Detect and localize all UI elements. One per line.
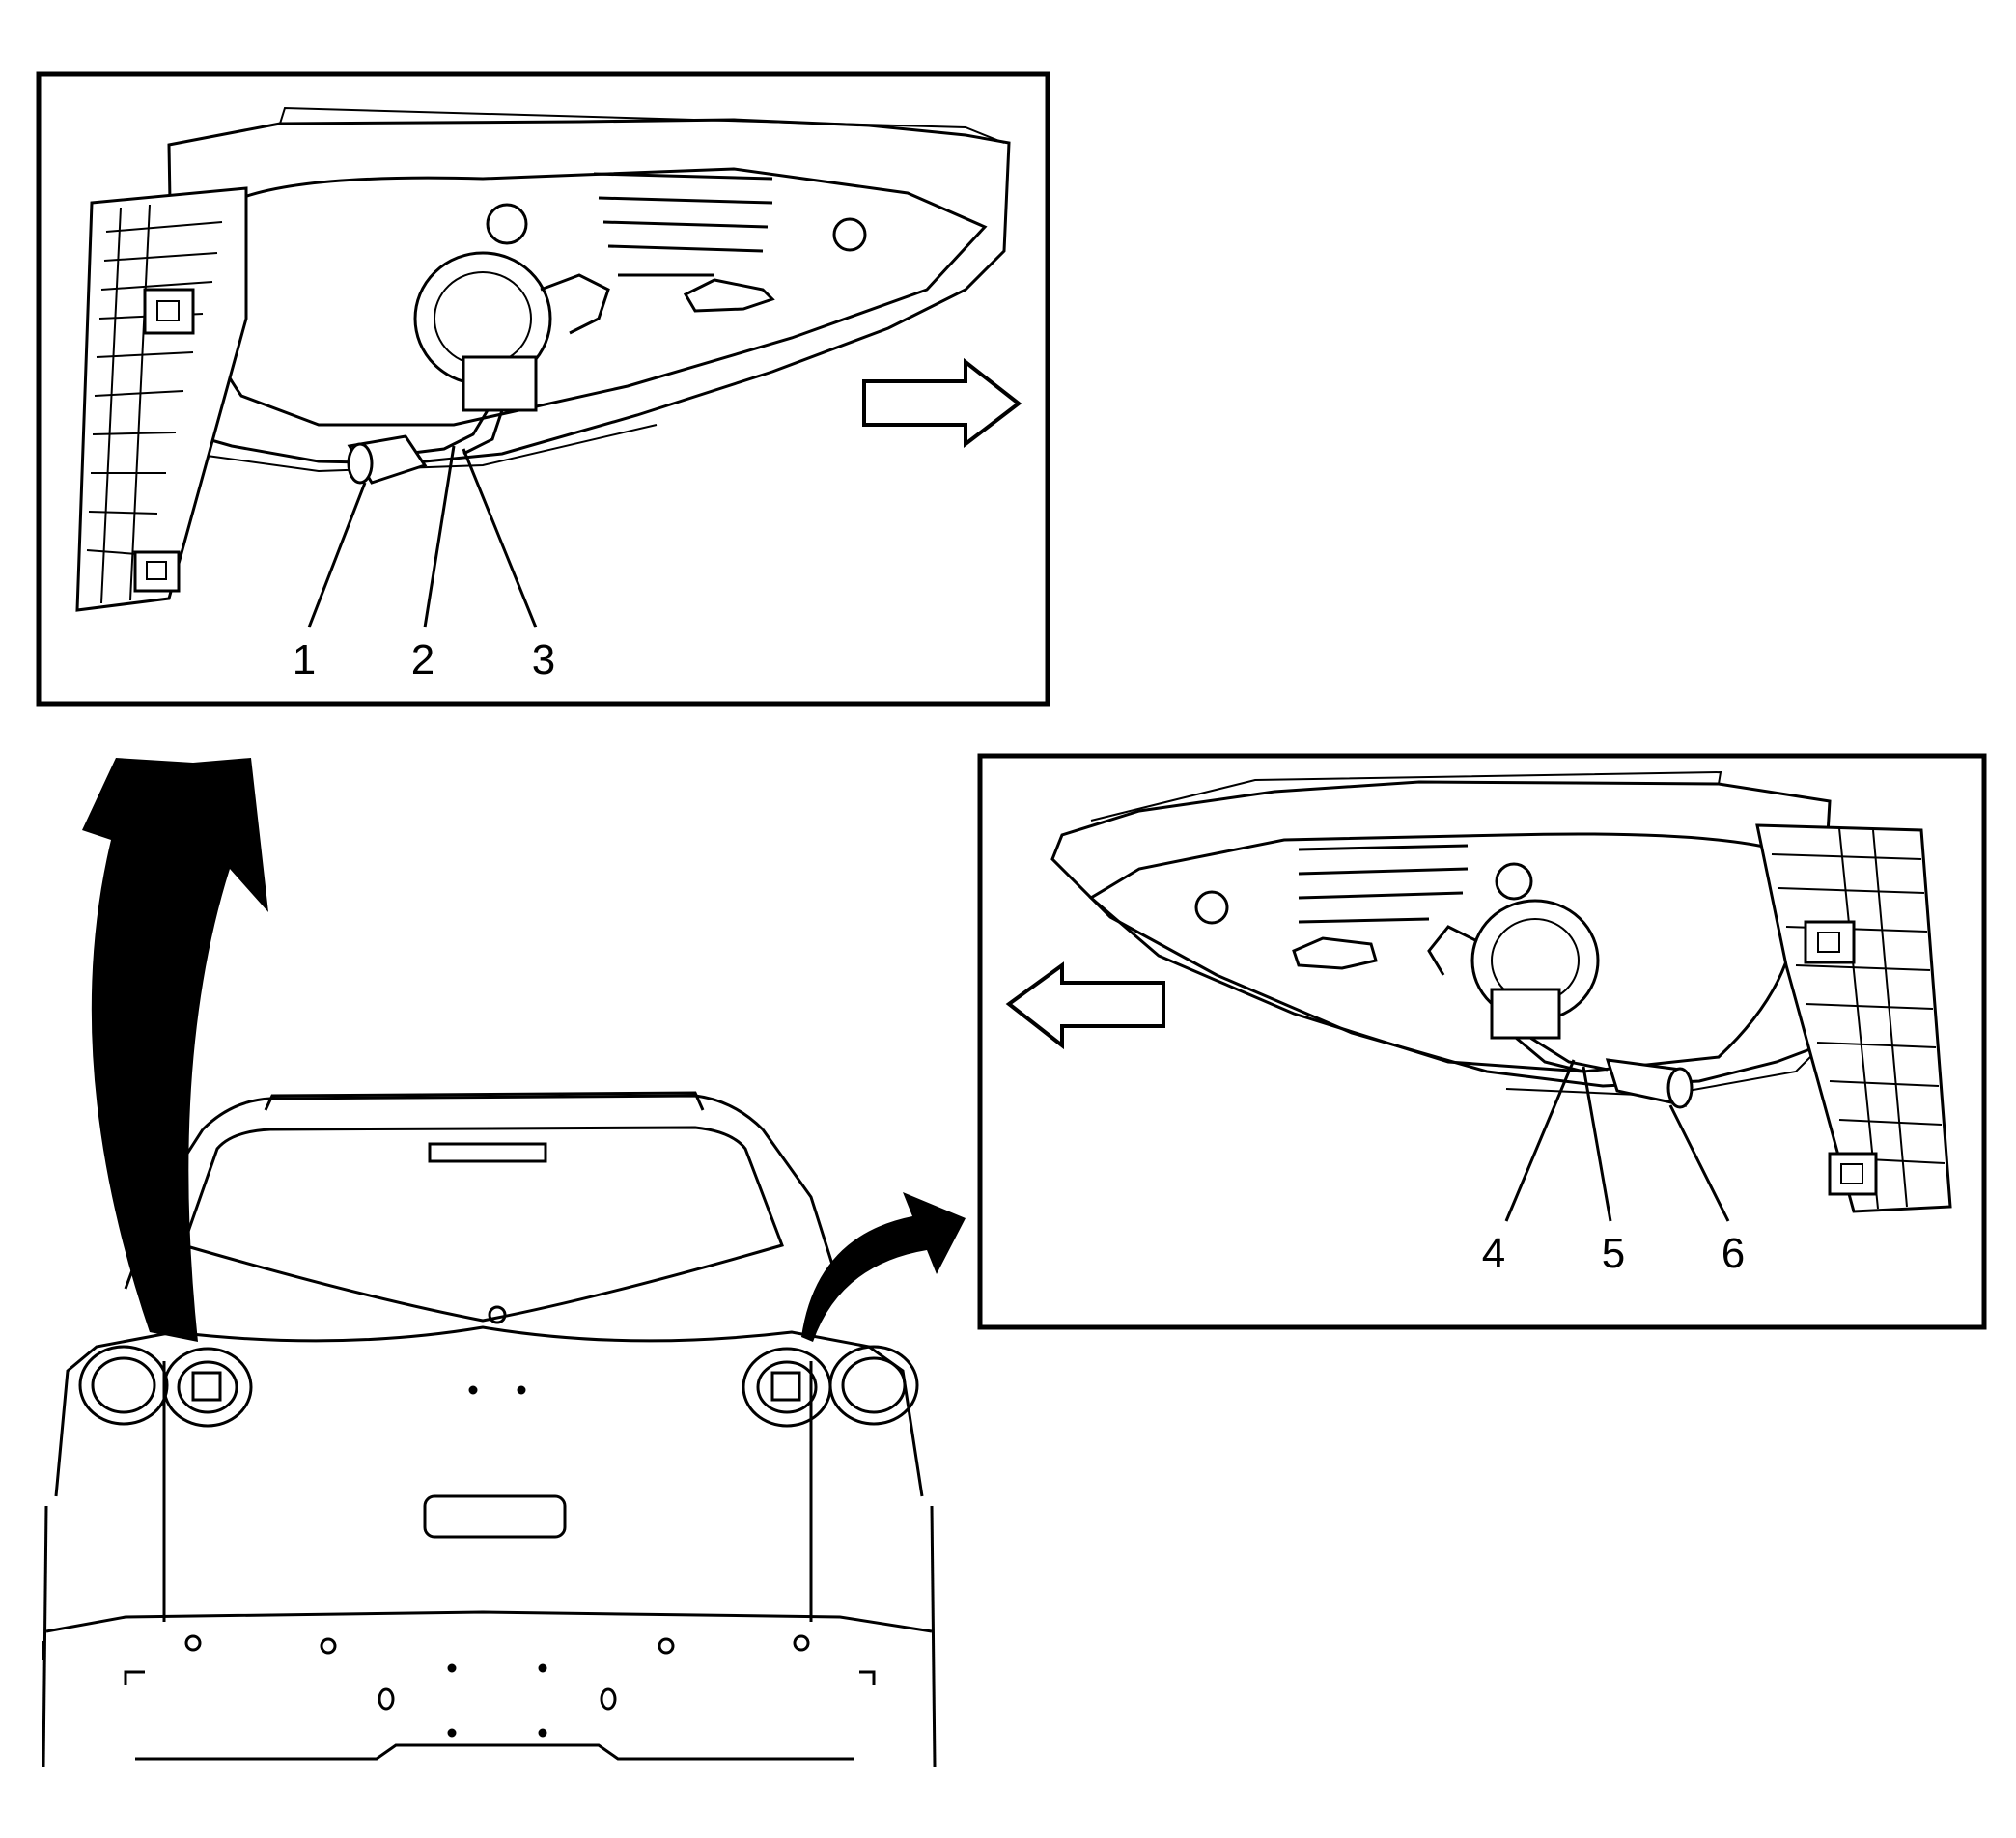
right-mounting-bracket xyxy=(1755,823,1952,1213)
vehicle-rear-view xyxy=(42,1091,937,1768)
curved-arrow-icon xyxy=(801,1192,966,1342)
left-taillamp-detail-panel: 1 2 3 xyxy=(36,71,1050,707)
callout-1: 1 xyxy=(293,636,316,683)
vehicle-left-taillamps xyxy=(78,1345,253,1428)
left-leader-lines xyxy=(307,445,538,628)
liftgate-handle xyxy=(423,1494,567,1539)
vehicle-right-taillamps xyxy=(742,1345,919,1428)
right-taillamp-detail-panel: 4 5 6 xyxy=(977,753,1987,1330)
right-lamp-reflector xyxy=(1088,832,1798,1073)
rear-glass xyxy=(182,1126,784,1323)
right-lamp-louvers xyxy=(1298,844,1469,924)
outline-arrow-right-icon xyxy=(862,357,1022,449)
outline-arrow-left-icon xyxy=(1005,961,1165,1050)
callout-6: 6 xyxy=(1722,1230,1745,1277)
callout-5: 5 xyxy=(1602,1230,1625,1277)
callout-4: 4 xyxy=(1482,1230,1505,1277)
curved-arrow-icon xyxy=(82,758,268,1342)
callout-3: 3 xyxy=(532,636,555,683)
left-lamp-louvers xyxy=(593,172,773,277)
left-mounting-bracket xyxy=(75,186,248,612)
right-leader-lines xyxy=(1504,1059,1730,1222)
callout-2: 2 xyxy=(411,636,434,683)
